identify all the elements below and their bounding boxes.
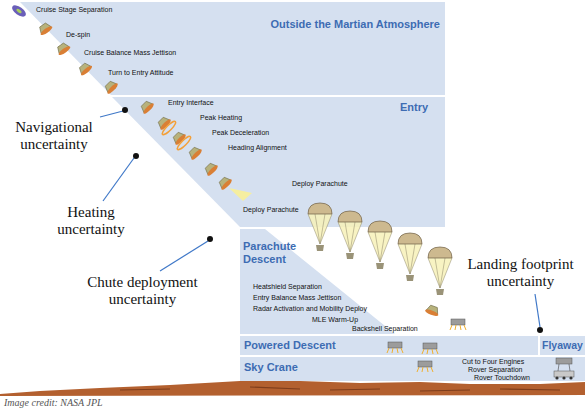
phase-band-fill [240,357,585,381]
event-label: Deploy Parachute [292,180,348,188]
callout-leaders [537,327,543,333]
capsule-path [171,130,187,146]
callout-leaders [103,158,134,201]
event-label: Peak Deceleration [212,129,269,137]
capsule-path [156,115,172,131]
event-label: Heading Alignment [228,144,287,152]
capsule-path [103,79,119,95]
phase-band: Outside the Martian Atmosphere Cruise Sta… [20,2,445,95]
heating-glow [161,120,192,151]
event-label: Peak Heating [200,114,242,122]
capsule-path [37,21,54,36]
callout-label: Navigational uncertainty [4,119,104,153]
capsule-path [203,161,219,177]
event-label: Entry Interface [168,99,214,107]
phase-band-fill [112,97,445,227]
phase-band: Sky Crane Cut to Four EnginesRover Separa… [240,357,585,381]
callout-leaders [207,236,213,242]
capsule-path [187,145,203,161]
phase-band-fill [240,229,395,334]
event-label: Heatshield Separation [253,283,322,291]
parachute-descent-icons [338,211,362,259]
event-label: De-spin [66,31,90,39]
cruise-stage-icon [10,3,28,19]
mars-terrain [0,381,585,396]
event-label: MLE Warm-Up [312,316,358,324]
event-label: Cruise Stage Separation [36,6,112,14]
sky-crane-icons [554,371,574,377]
parachute-descent-icons [398,233,422,281]
capsule-path [77,61,94,77]
event-label: Rover Touchdown [474,374,530,382]
event-label: Cut to Four Engines [462,358,524,366]
callout-label: Heating uncertainty [45,204,137,238]
powered-descent-icons [387,342,403,353]
phase-band-fill [240,336,538,355]
sky-crane-icons [558,364,570,371]
phase-heading: Outside the Martian Atmosphere [270,18,440,31]
parachute-descent-icons [424,304,440,317]
callout-leaders [100,111,123,117]
parachute-descent-icons [428,247,452,295]
callout-label: Chute deployment uncertainty [70,274,215,308]
event-label: Radar Activation and Mobility Deploy [253,305,367,313]
parachute-descent-icons [450,319,466,330]
callout-leaders [535,294,540,327]
phase-band-fill [20,2,585,381]
callout-leaders [160,241,208,271]
sky-crane-icons [562,376,565,379]
phase-heading: Entry [400,101,428,114]
heating-glow [161,120,177,136]
parachute-deploy-beam [229,188,252,201]
parachute-descent-icons [368,221,392,269]
sky-crane-icons [555,376,558,379]
phase-heading: Sky Crane [244,361,298,374]
cruise-stage-icon [10,3,28,19]
sky-crane-icons [556,358,572,364]
powered-descent-icons [422,343,438,354]
callout-label: Landing footprint uncertainty [458,256,583,290]
sky-crane-icons [569,376,572,379]
mars-terrain [120,387,560,391]
mars-terrain [0,381,585,396]
event-label: Turn to Entry Attitude [108,69,174,77]
parachute-deploy-beam [229,188,252,201]
event-label: Entry Balance Mass Jettison [253,294,341,302]
heating-glow [176,135,192,151]
phase-band: Powered Descent [240,336,538,355]
phase-heading: Powered Descent [244,339,336,352]
capsule-path [37,21,233,191]
callout-leaders [133,153,139,159]
event-label: Backshell Separation [352,325,418,333]
phase-heading: Flyaway [542,339,583,352]
sky-crane-icons [417,361,433,372]
event-label: Rover Separation [468,366,522,374]
callout-leaders [122,107,128,113]
powered-descent-icons [387,342,438,354]
phase-band-fill [20,2,445,95]
capsule-path [55,41,72,56]
image-credit: Image credit: NASA JPL [4,397,103,409]
parachute-descent-icons [308,203,332,251]
event-label: Deploy Parachute [243,206,299,214]
phase-band-fill [540,336,585,355]
phase-band: Flyaway [540,336,585,355]
capsule-path [139,99,155,115]
cruise-stage-icon [16,8,23,14]
event-label: Cruise Balance Mass Jettison [84,49,176,57]
phase-heading: Parachute Descent [243,240,313,266]
